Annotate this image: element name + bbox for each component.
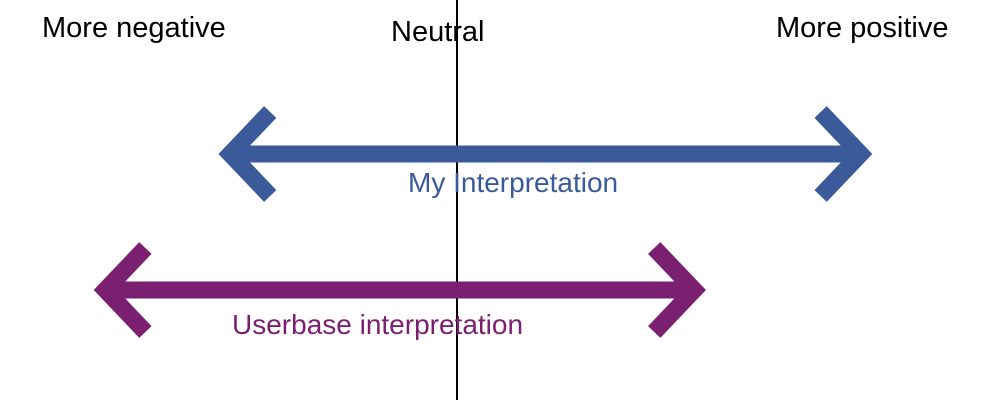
neutral-label: Neutral — [391, 16, 485, 48]
userbase-interpretation-arrow-right-head — [648, 242, 706, 338]
more-positive-label: More positive — [776, 12, 949, 44]
my-interpretation-arrow-left-head — [218, 106, 277, 202]
userbase-interpretation-arrow-left-head — [93, 242, 152, 338]
my-interpretation-arrow-right-head — [814, 106, 873, 202]
my-interpretation-label: My Interpretation — [408, 167, 619, 198]
userbase-interpretation-label: Userbase interpretation — [232, 309, 524, 340]
my-interpretation-arrow — [218, 106, 873, 202]
userbase-interpretation-arrow — [93, 242, 706, 338]
more-negative-label: More negative — [42, 12, 226, 44]
